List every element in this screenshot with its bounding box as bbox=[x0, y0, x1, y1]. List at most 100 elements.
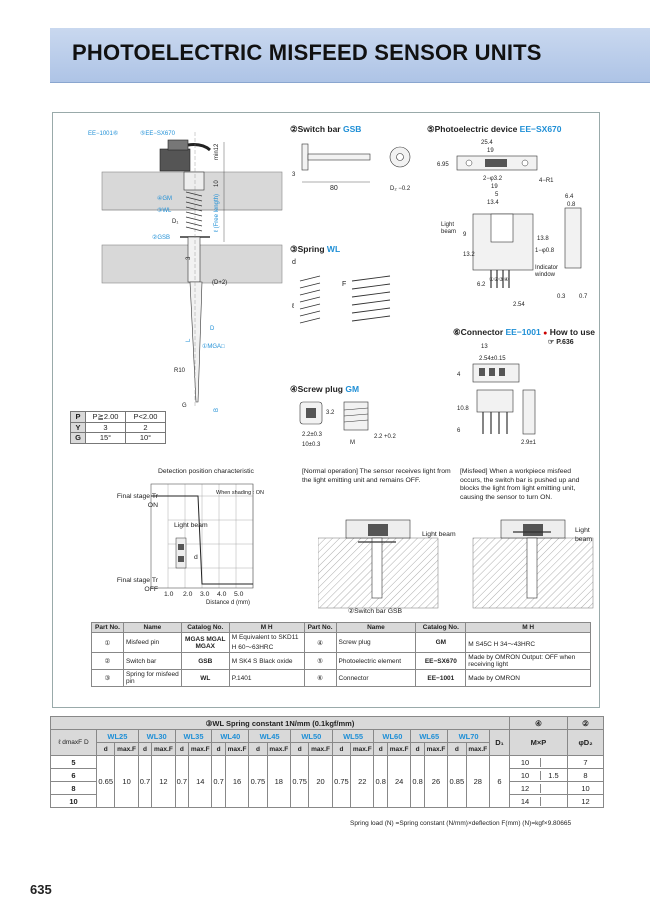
model-head: WL40 bbox=[211, 729, 250, 743]
model-head: WL50 bbox=[289, 729, 333, 743]
col-header: Name bbox=[335, 622, 417, 633]
model-head: WL30 bbox=[137, 729, 176, 743]
svg-text:②GSB: ②GSB bbox=[152, 234, 170, 241]
sub-head: d bbox=[447, 742, 467, 756]
spring-formula: Spring load (N) =Spring constant (N/mm)×… bbox=[350, 820, 572, 827]
sub-head: max.F bbox=[266, 742, 291, 756]
model-head: WL35 bbox=[174, 729, 213, 743]
chart-light-beam: Light beam bbox=[174, 522, 208, 529]
svg-text:13.8: 13.8 bbox=[537, 236, 549, 242]
part-no: ③ bbox=[91, 669, 124, 687]
spring-name: Spring bbox=[297, 244, 325, 254]
catalog-no: EE−SX670 bbox=[415, 652, 467, 670]
connector-page-ref[interactable]: ☞ P.636 bbox=[548, 338, 574, 346]
screw-plug-code: GM bbox=[345, 384, 360, 394]
sub-head: d bbox=[95, 742, 116, 756]
svg-text:Indicator: Indicator bbox=[535, 265, 558, 271]
spring-code: WL bbox=[326, 244, 341, 254]
svg-text:R10: R10 bbox=[174, 368, 186, 374]
connector-title: ⑥Connector EE−1001 ● How to use bbox=[453, 327, 595, 338]
svg-text:(D+2): (D+2) bbox=[212, 280, 227, 286]
d1-value: 6 bbox=[489, 755, 510, 808]
svg-text:min12: min12 bbox=[214, 143, 220, 160]
corner-mid: dmaxF bbox=[62, 739, 83, 746]
svg-text:2.54±0.15: 2.54±0.15 bbox=[479, 356, 506, 362]
svg-text:2.2±0.3: 2.2±0.3 bbox=[302, 432, 323, 438]
col-header: Part No. bbox=[91, 622, 124, 633]
material: M SK4 S Black oxide bbox=[228, 652, 305, 670]
svg-text:D₂ −0.2: D₂ −0.2 bbox=[390, 186, 411, 192]
spring-num: ③ bbox=[290, 244, 298, 254]
d2-value: 8 bbox=[567, 768, 604, 782]
d-value: 5 bbox=[50, 755, 97, 769]
howto-link[interactable]: How to use bbox=[549, 327, 596, 337]
col-header: M H bbox=[465, 622, 591, 633]
switch-bar-num: ② bbox=[290, 124, 298, 134]
svg-text:①②③④: ①②③④ bbox=[489, 276, 509, 283]
spring-value: 0.75 bbox=[289, 755, 310, 808]
corner-cell: ℓ dmaxF D bbox=[50, 729, 97, 756]
spring-value: 0.8 bbox=[410, 755, 425, 808]
d-value: 6 bbox=[50, 768, 97, 782]
sub-head: max.F bbox=[386, 742, 412, 756]
sub-head: d bbox=[174, 742, 190, 756]
connector-code: EE−1001 bbox=[505, 327, 541, 337]
pyg-cell: 3 bbox=[85, 421, 126, 433]
photo-device-code: EE−SX670 bbox=[519, 124, 562, 134]
svg-text:ℓ (Free length): ℓ (Free length) bbox=[213, 194, 220, 232]
model-head: WL70 bbox=[447, 729, 490, 743]
part-no: ② bbox=[91, 652, 124, 670]
svg-text:beam: beam bbox=[441, 229, 456, 235]
pyg-head: Y bbox=[70, 421, 86, 433]
screw-plug-name: Screw plug bbox=[297, 384, 343, 394]
operation-illustration bbox=[318, 519, 594, 609]
pyg-cell: 2 bbox=[125, 421, 166, 433]
page-title: PHOTOELECTRIC MISFEED SENSOR UNITS bbox=[72, 40, 542, 65]
col-header: Catalog No. bbox=[180, 622, 230, 633]
part-name: Screw plug bbox=[335, 632, 417, 653]
catalog-no: GM bbox=[415, 632, 467, 653]
col-header: Part No. bbox=[303, 622, 337, 633]
spring-value: 0.75 bbox=[331, 755, 352, 808]
pyg-row: G 15° 10° bbox=[70, 432, 166, 444]
svg-text:6.4: 6.4 bbox=[565, 194, 574, 200]
pyg-cell: 15° bbox=[85, 432, 126, 444]
svg-text:80: 80 bbox=[330, 185, 338, 192]
light-beam-label-right: Light beam bbox=[575, 527, 593, 543]
svg-text:4: 4 bbox=[457, 372, 461, 378]
screw-plug-drawing: 3.2 2.2±0.3 10±0.3 2.2 +0.2 M bbox=[299, 401, 397, 448]
spring-value: 28 bbox=[465, 755, 491, 808]
model-head: WL45 bbox=[248, 729, 291, 743]
switch-bar-callout: ②Switch bar GSB bbox=[348, 608, 403, 615]
misfeed-note: [Misfeed] When a workpiece misfeed occur… bbox=[460, 468, 580, 501]
m-value: 10 bbox=[511, 757, 541, 767]
svg-text:④GM: ④GM bbox=[157, 195, 172, 202]
photo-device-name: Photoelectric device bbox=[434, 124, 518, 134]
sub-head: max.F bbox=[308, 742, 333, 756]
photo-device-drawing: 25.4 19 6.95 2−φ3.2 4−R1 19 5 13.4 Light… bbox=[437, 140, 588, 308]
svg-text:2.9±1: 2.9±1 bbox=[521, 440, 537, 446]
table-row: 8 12 10 bbox=[50, 781, 604, 795]
spring-value: 10 bbox=[114, 755, 139, 808]
detection-chart bbox=[150, 483, 254, 589]
col4-head: ④ bbox=[509, 716, 568, 730]
svg-text:L: L bbox=[186, 338, 192, 342]
spring-value: 16 bbox=[224, 755, 250, 808]
svg-text:G: G bbox=[182, 403, 187, 409]
svg-text:2.2 +0.2: 2.2 +0.2 bbox=[374, 434, 397, 440]
d-value: 10 bbox=[50, 794, 97, 808]
d-value: 8 bbox=[50, 781, 97, 795]
sub-head: d bbox=[248, 742, 268, 756]
part-no: ⑥ bbox=[303, 669, 337, 687]
spring-value: 0.7 bbox=[174, 755, 190, 808]
parts-table: Part No. Name Catalog No. M H Part No. N… bbox=[91, 622, 591, 687]
catalog-no: WL bbox=[180, 669, 230, 687]
material[interactable]: P.1401 bbox=[228, 669, 305, 687]
catalog-no: GSB bbox=[180, 652, 230, 670]
svg-text:2.54: 2.54 bbox=[513, 302, 525, 308]
connector-num: ⑥ bbox=[453, 327, 461, 337]
svg-text:EE−1001⑥: EE−1001⑥ bbox=[88, 130, 118, 137]
d1-head: D₁ bbox=[489, 729, 510, 756]
spring-value: 24 bbox=[386, 755, 412, 808]
